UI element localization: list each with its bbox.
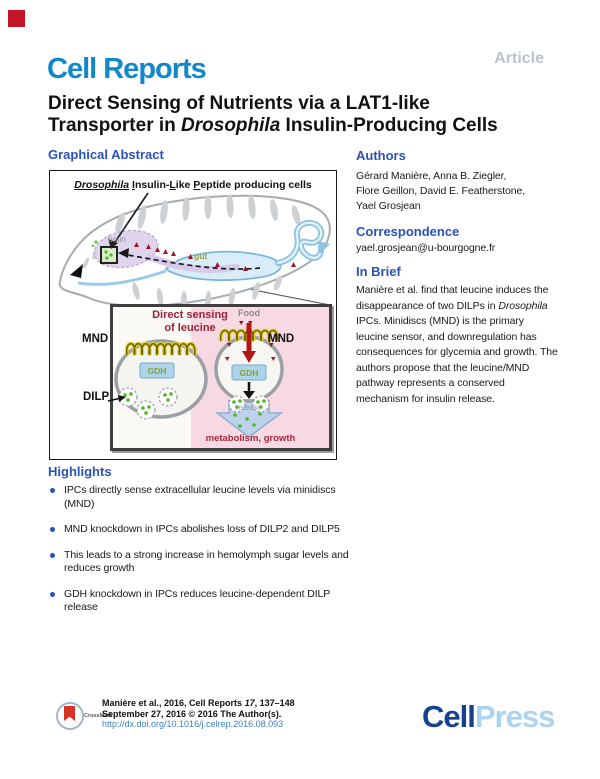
gdh-label-right: GDH	[239, 368, 259, 378]
food-label: Food	[238, 308, 260, 318]
gut-label: gut	[194, 251, 208, 261]
larva-illustration	[58, 192, 331, 309]
in-brief-text: Manière et al. find that leucine induces…	[356, 284, 558, 405]
cellpress-cell-text: Cell	[422, 699, 476, 734]
mouth-hook-arrow	[70, 264, 83, 278]
crossmark-label: CrossMark	[84, 713, 113, 719]
release-label: release	[235, 403, 263, 412]
citation-line1: Manière et al., 2016, Cell Reports 17, 1…	[102, 698, 295, 708]
citation-line2: September 27, 2016 © 2016 The Author(s).	[102, 708, 282, 719]
title-pointer-arrow	[112, 192, 149, 246]
gdh-label-left: GDH	[147, 366, 167, 376]
foregut-tube	[77, 269, 167, 286]
correspondence-heading: Correspondence	[356, 224, 460, 239]
page-corner-mark	[8, 10, 25, 27]
title-line1: Direct Sensing of Nutrients via a LAT1-l…	[48, 93, 430, 114]
graphical-abstract-figure: Drosophila Insulin-Like Peptide producin…	[49, 170, 337, 460]
inset-title-line1: Direct sensing	[152, 309, 228, 321]
inset-title-line2: of leucine	[164, 322, 216, 334]
author-line: Yael Grosjean	[356, 200, 421, 212]
ventral-cord	[146, 253, 240, 274]
food-leucine-triangles	[225, 321, 276, 361]
paper-title: Direct Sensing of Nutrients via a LAT1-l…	[48, 93, 508, 137]
highlights-list: IPCs directly sense extracellular leucin…	[48, 484, 364, 627]
metabolism-growth-label: metabolism, growth	[205, 433, 296, 444]
in-brief-heading: In Brief	[356, 264, 401, 279]
cell-diagrams	[114, 321, 284, 438]
bullet-icon	[50, 527, 55, 532]
bullet-icon	[50, 591, 55, 597]
transport-dashed-arrow	[127, 254, 261, 270]
cellpress-press-text: Press	[474, 699, 555, 734]
ipc-cell-left	[114, 339, 208, 419]
crossmark-bookmark-icon	[64, 706, 75, 721]
title-line2-post: Insulin-Producing Cells	[280, 115, 498, 136]
inset-panel: Direct sensing of leucine Food GDH GDH r…	[110, 304, 332, 451]
title-line2-pre: Transporter in	[48, 115, 182, 136]
bullet-icon	[50, 552, 55, 558]
authors-list: Gérard Manière, Anna B. Ziegler, Flore G…	[356, 169, 556, 214]
ipc-region-box	[100, 246, 118, 264]
crossmark-logo[interactable]: CrossMark	[56, 702, 112, 732]
figure-title: Drosophila Insulin-Like Peptide producin…	[74, 179, 312, 191]
title-line2-italic: Drosophila	[181, 115, 281, 136]
article-type-label: Article	[494, 50, 544, 67]
released-dilp-dots	[233, 412, 262, 428]
doi-link[interactable]: http://dx.doi.org/10.1016/j.celrep.2016.…	[102, 719, 284, 729]
dilp-vesicles-right	[228, 395, 270, 413]
graphical-abstract-heading: Graphical Abstract	[48, 147, 164, 162]
highlight-item: MND knockdown in IPCs abolishes loss of …	[48, 523, 364, 537]
author-line: Flore Geillon, David E. Featherstone,	[356, 185, 526, 197]
citation-block: Manière et al., 2016, Cell Reports 17, 1…	[102, 698, 295, 730]
author-line: Gérard Manière, Anna B. Ziegler,	[356, 170, 507, 182]
highlight-item: GDH knockdown in IPCs reduces leucine-de…	[48, 588, 364, 615]
hindgut-arrowhead	[318, 241, 330, 254]
dilp-label: DILP	[83, 391, 110, 403]
authors-heading: Authors	[356, 148, 406, 163]
leucine-triangles	[134, 242, 296, 271]
highlight-item: IPCs directly sense extracellular leucin…	[48, 484, 364, 511]
brain-label: brain	[108, 235, 126, 244]
highlights-heading: Highlights	[48, 464, 112, 479]
bullet-icon	[50, 488, 55, 493]
mnd-label-right: MND	[268, 333, 295, 345]
correspondence-email[interactable]: yael.grosjean@u-bourgogne.fr	[356, 242, 496, 254]
denticle-bands	[82, 194, 301, 309]
cellpress-logo: CellPress	[422, 699, 555, 735]
gdh-box-left	[139, 362, 175, 379]
mnd-label-left: MND	[82, 333, 109, 345]
journal-logo: Cell Reports	[47, 53, 207, 85]
highlight-item: This leads to a strong increase in hemol…	[48, 549, 364, 576]
gdh-box-right	[231, 364, 267, 381]
